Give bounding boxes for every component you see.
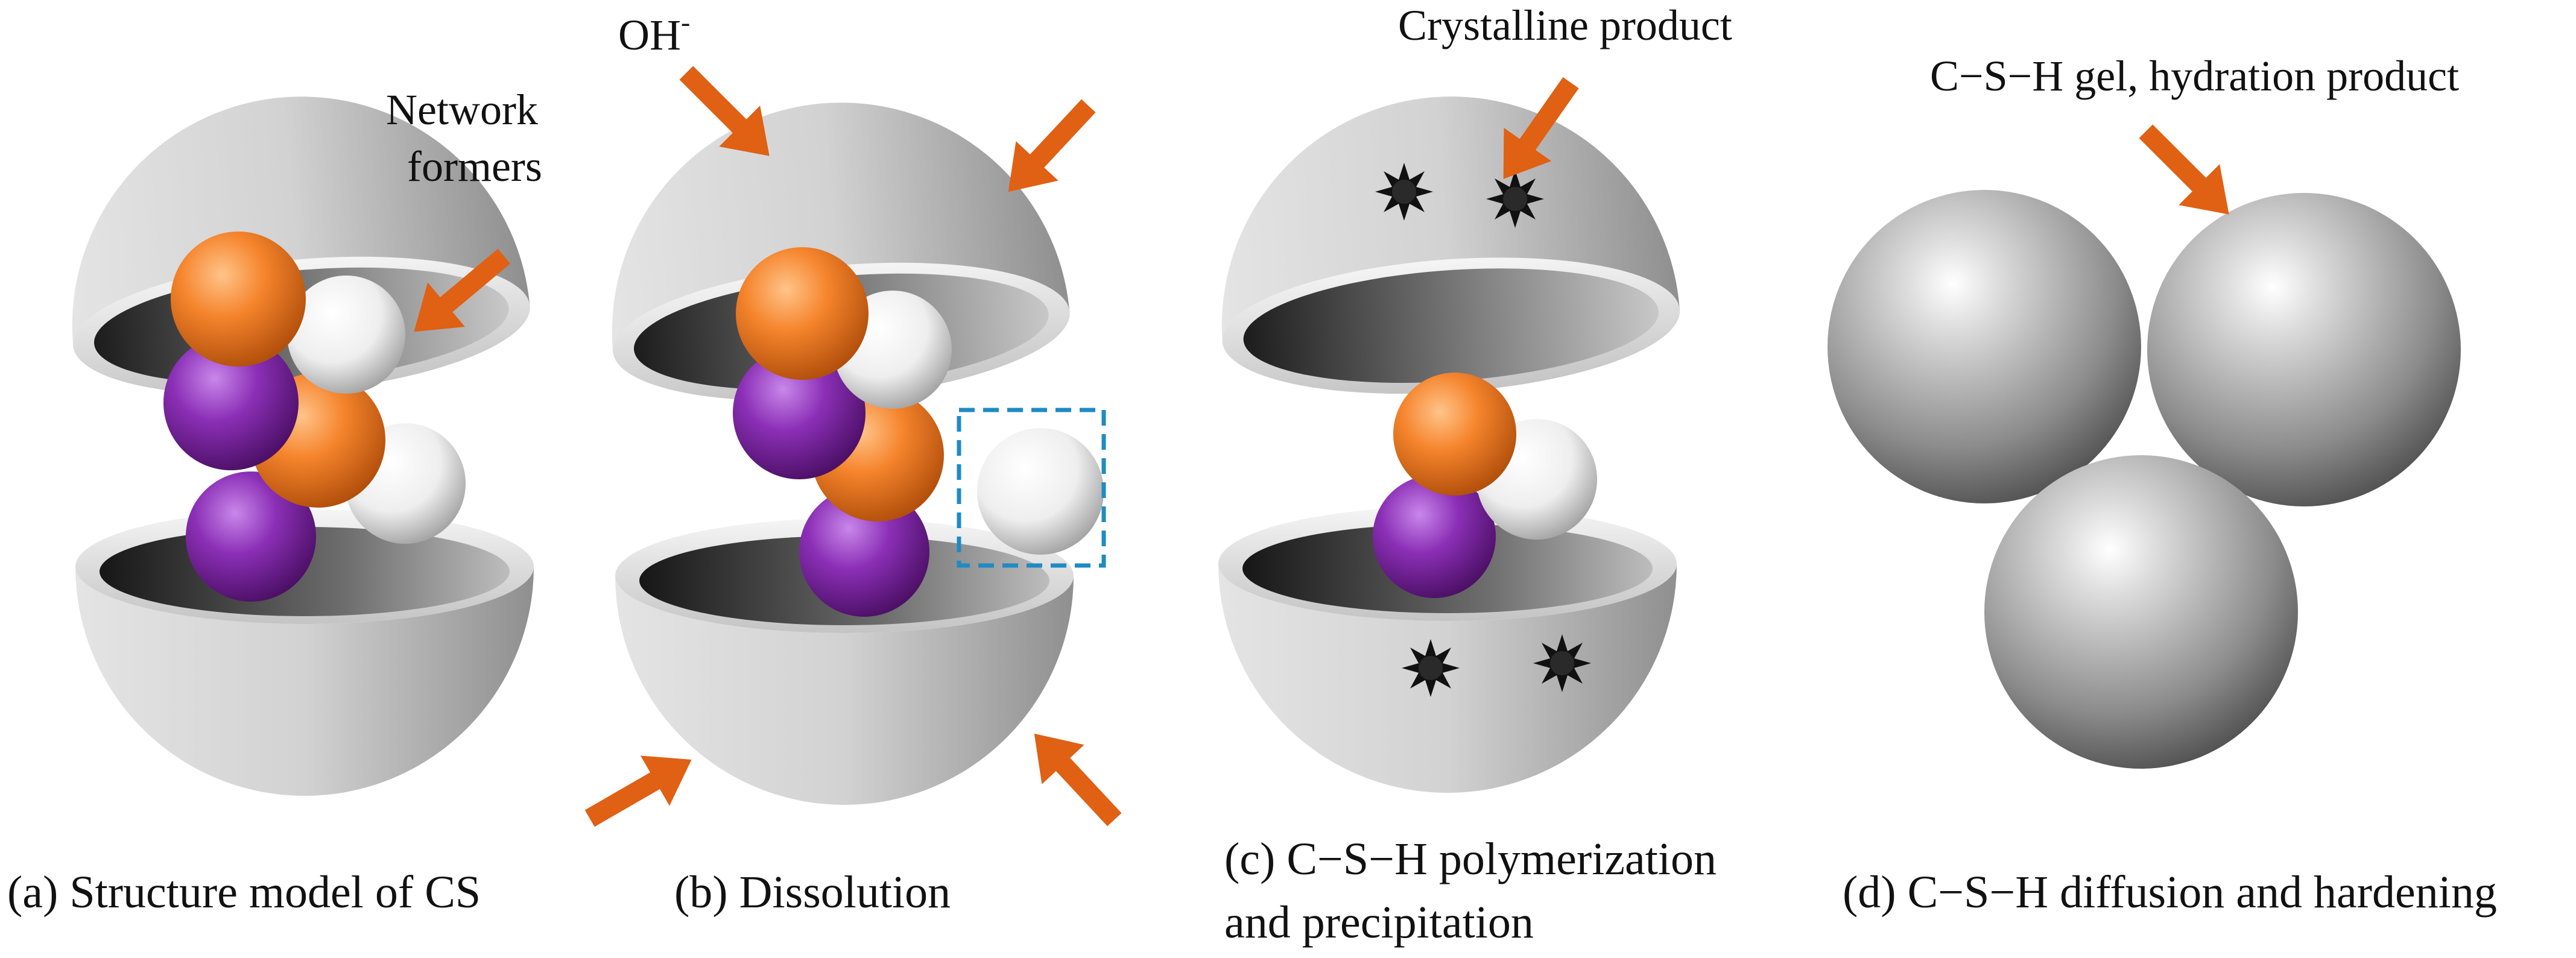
network-formers-label-line2: formers: [407, 142, 542, 191]
panel-d: C−S−H gel, hydration product (d) C−S−H d…: [1828, 52, 2497, 918]
purple-atom: [1373, 475, 1496, 598]
oh-arrow-bottom-left: [575, 734, 706, 844]
orange-atom: [736, 247, 869, 380]
crystal-icon: [1402, 639, 1460, 697]
panel-b-caption: (b) Dissolution: [674, 867, 951, 918]
panel-d-caption: (d) C−S−H diffusion and hardening: [1843, 867, 2497, 918]
crystal-icon: [1533, 634, 1591, 692]
dissolution-highlight-box: [957, 408, 1106, 568]
panel-c-atoms: [1373, 373, 1597, 598]
panel-b: OH- (b) Dissolution: [575, 7, 1136, 918]
orange-atom: [171, 232, 306, 367]
gel-sphere-left: [1828, 190, 2141, 503]
dissolving-white-atom: [977, 428, 1104, 555]
gel-sphere-right: [2147, 193, 2461, 506]
network-formers-label-line1: Network: [386, 86, 538, 134]
crystal-icon: [1486, 170, 1544, 228]
gel-product-label: C−S−H gel, hydration product: [1930, 52, 2459, 100]
gel-sphere-bottom: [1984, 455, 2298, 769]
crystalline-product-label: Crystalline product: [1398, 1, 1732, 49]
panel-a-atoms: [163, 232, 466, 602]
oh-arrow-bottom-right: [1013, 714, 1136, 840]
purple-atom: [163, 335, 299, 470]
purple-atom: [186, 471, 316, 602]
panel-c-shell-top: [1206, 81, 1685, 408]
panel-c-caption-line2: and precipitation: [1224, 897, 1534, 948]
purple-atom: [733, 347, 866, 479]
panel-b-atoms: [733, 247, 1104, 617]
white-atom: [287, 276, 405, 394]
panel-c: Crystalline product (c) C−S−H polymeriza…: [1206, 1, 1732, 948]
panel-a: Network formers (a) Structure model of C…: [7, 77, 542, 918]
crystal-icon: [1375, 163, 1433, 221]
panel-c-caption-line1: (c) C−S−H polymerization: [1224, 834, 1717, 884]
orange-atom: [1393, 373, 1516, 496]
panel-a-caption: (a) Structure model of CS: [7, 867, 481, 918]
purple-atom: [799, 487, 929, 617]
oh-label: OH-: [618, 7, 690, 59]
